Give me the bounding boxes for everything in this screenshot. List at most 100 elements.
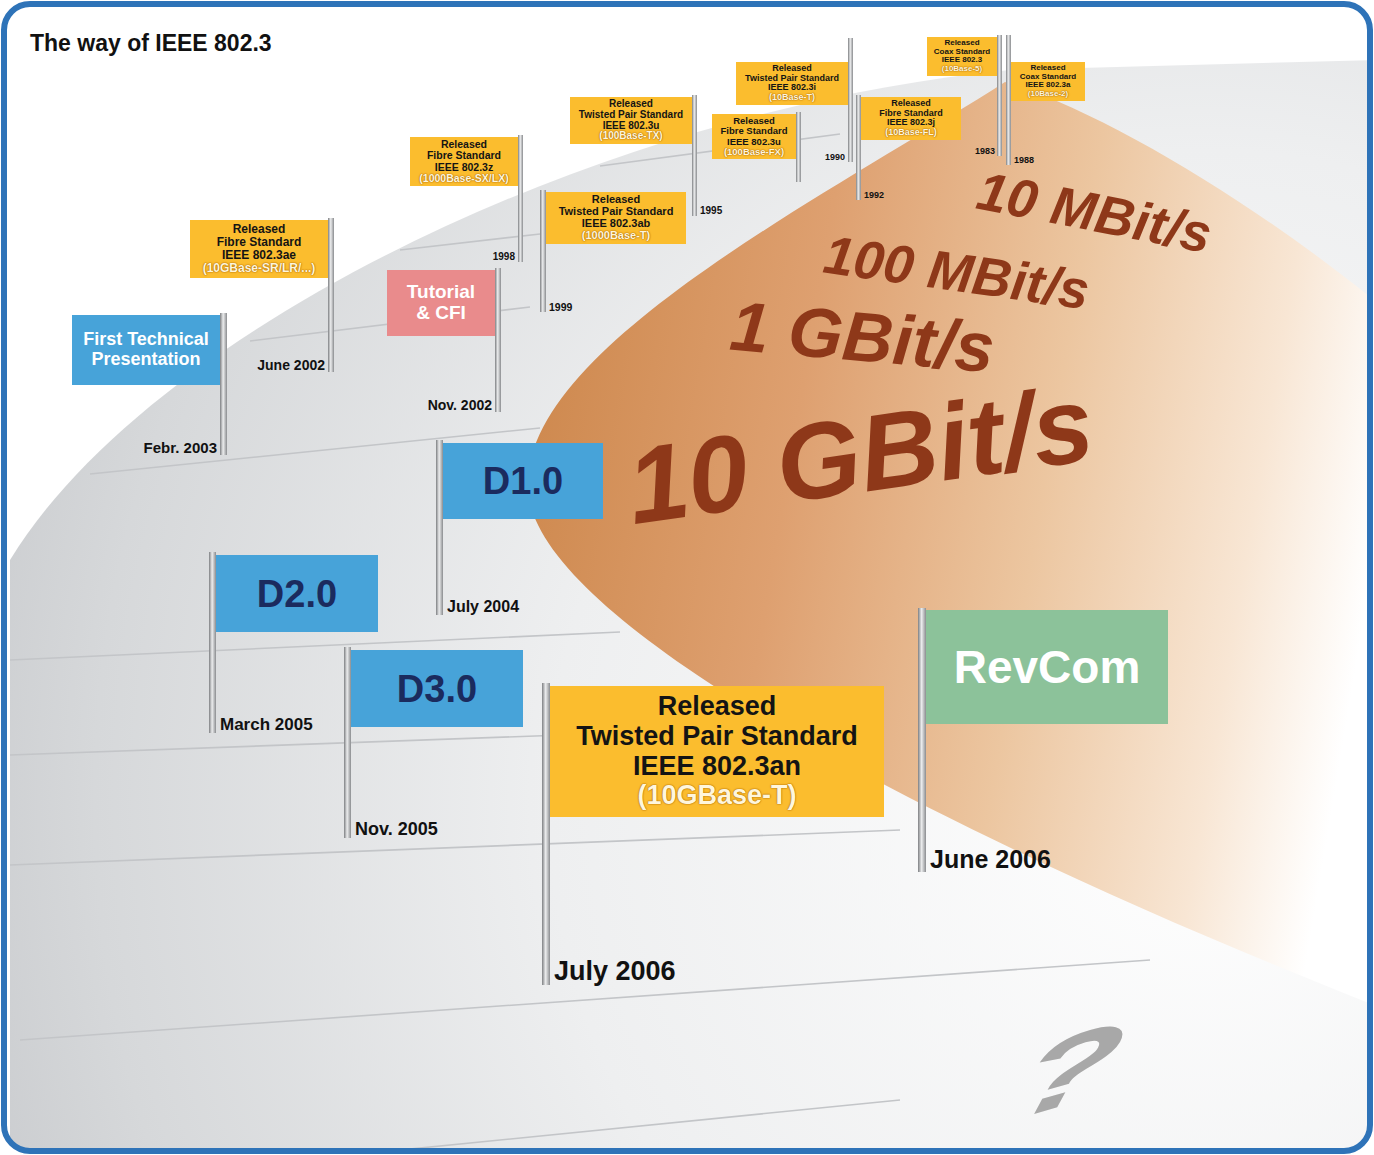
flag-pole — [209, 552, 216, 733]
diagram-title: The way of IEEE 802.3 — [30, 30, 272, 57]
date-label: 1983 — [975, 147, 995, 156]
text-line: Twisted Pair Standard — [576, 722, 858, 752]
flag-heading: Released Fibre Standard IEEE 802.3z — [427, 139, 501, 173]
speed-band — [528, 82, 1368, 1005]
flag-heading: First Technical Presentation — [83, 330, 209, 370]
flag-subtitle: (10GBase-SR/LR/...) — [203, 262, 316, 275]
flag-heading: RevCom — [954, 644, 1141, 690]
text-line: Fibre Standard — [427, 150, 501, 161]
flag-pole — [796, 112, 801, 182]
text-line: & CFI — [407, 303, 475, 324]
flag-subtitle: (100Base-FX) — [724, 147, 784, 157]
flag-pole — [692, 95, 697, 216]
flag-pole — [542, 683, 550, 985]
flag-pole — [436, 440, 443, 615]
text-line: IEEE 802.3u — [720, 137, 787, 147]
flag-poles — [209, 35, 1011, 985]
flag-subtitle: (1000Base-T) — [582, 230, 650, 242]
text-line: Presentation — [83, 350, 209, 370]
date-label: Nov. 2005 — [355, 820, 438, 838]
standard-flag: Released Fibre Standard IEEE 802.3u(100B… — [712, 114, 796, 159]
standard-flag: Released Twisted Pair Standard IEEE 802.… — [736, 62, 848, 105]
flag-pole — [328, 218, 334, 372]
flag-heading: Tutorial & CFI — [407, 282, 475, 324]
standard-flag: Released Twisted Pair Standard IEEE 802.… — [550, 686, 884, 817]
flag-subtitle: (10Base-2) — [1028, 90, 1068, 99]
text-line: IEEE 802.3z — [427, 162, 501, 173]
flag-heading: Released Twisted Pair Standard IEEE 802.… — [745, 64, 839, 93]
flag-heading: Released Fibre Standard IEEE 802.3j — [879, 99, 943, 128]
standard-flag: Released Twisted Pair Standard IEEE 802.… — [546, 192, 686, 244]
text-line: Twisted Pair Standard — [579, 110, 683, 121]
text-line: Released — [934, 39, 990, 48]
date-label: 1990 — [825, 153, 845, 162]
flag-heading: Released Coax Standard IEEE 802.3a — [1020, 64, 1076, 90]
flag-pole — [220, 313, 227, 455]
date-label: July 2004 — [447, 599, 519, 615]
text-line: Coax Standard — [1020, 73, 1076, 82]
date-label: Nov. 2002 — [428, 398, 492, 412]
flag-heading: D2.0 — [257, 575, 337, 613]
date-label: July 2006 — [554, 958, 676, 985]
milestone-flag: First Technical Presentation — [72, 315, 220, 385]
text-line: Released — [1020, 64, 1076, 73]
date-label: 1998 — [493, 252, 515, 262]
flag-pole — [848, 38, 853, 162]
text-line: IEEE 802.3ae — [217, 249, 302, 262]
date-label: June 2002 — [257, 358, 325, 372]
text-line: Released — [559, 194, 674, 206]
flag-subtitle: (10GBase-T) — [637, 781, 796, 811]
text-line: IEEE 802.3an — [576, 752, 858, 782]
flag-subtitle: (1000Base-SX/LX) — [419, 173, 508, 184]
speed-label: 10 MBit/s — [973, 163, 1216, 261]
text-line: IEEE 802.3i — [745, 83, 839, 93]
speed-label: 1 GBit/s — [727, 291, 997, 384]
road-line — [400, 1100, 900, 1149]
date-label: 1995 — [700, 206, 722, 216]
flag-heading: Released Coax Standard IEEE 802.3 — [934, 39, 990, 65]
question-mark: ? — [1005, 1003, 1135, 1138]
flag-pole — [518, 135, 523, 262]
flag-subtitle: (10Base-5) — [942, 65, 982, 74]
date-label: March 2005 — [220, 716, 313, 733]
draft-flag: D2.0 — [216, 555, 378, 632]
flag-subtitle: (10Base-T) — [769, 93, 815, 103]
text-line: Fibre Standard — [720, 126, 787, 136]
text-line: Released — [745, 64, 839, 74]
text-line: Released — [427, 139, 501, 150]
text-line: Released — [576, 692, 858, 722]
standard-flag: Released Twisted Pair Standard IEEE 802.… — [570, 97, 692, 144]
text-line: IEEE 802.3a — [1020, 81, 1076, 90]
text-line: IEEE 802.3j — [879, 118, 943, 128]
text-line: Released — [217, 223, 302, 236]
text-line: Tutorial — [407, 282, 475, 303]
text-line: Coax Standard — [934, 48, 990, 57]
flag-subtitle: (10Base-FL) — [885, 128, 937, 138]
flag-heading: Released Twisted Pair Standard IEEE 802.… — [576, 692, 858, 781]
standard-flag: Released Fibre Standard IEEE 802.3z(1000… — [410, 137, 518, 186]
text-line: Released — [879, 99, 943, 109]
text-line: Released — [720, 116, 787, 126]
flag-heading: Released Twisted Pair Standard IEEE 802.… — [579, 99, 683, 131]
draft-flag: D3.0 — [351, 650, 523, 727]
flag-pole — [997, 35, 1002, 156]
standard-flag: Released Fibre Standard IEEE 802.3ae(10G… — [190, 220, 328, 278]
standard-flag: Released Coax Standard IEEE 802.3(10Base… — [927, 37, 997, 76]
revcom-flag: RevCom — [926, 610, 1168, 724]
date-label: June 2006 — [930, 847, 1051, 872]
standard-flag: Released Fibre Standard IEEE 802.3j(10Ba… — [861, 97, 961, 140]
speed-label: 10 GBit/s — [621, 369, 1100, 541]
flag-pole — [344, 647, 351, 838]
text-line: Fibre Standard — [217, 236, 302, 249]
date-label: 1992 — [864, 191, 884, 200]
milestone-flag: Tutorial & CFI — [387, 270, 495, 336]
road-group — [10, 60, 1368, 1149]
flag-pole — [918, 608, 926, 872]
flag-heading: Released Fibre Standard IEEE 802.3u — [720, 116, 787, 147]
draft-flag: D1.0 — [443, 443, 603, 519]
text-line: Twisted Pair Standard — [559, 206, 674, 218]
text-line: Fibre Standard — [879, 109, 943, 119]
